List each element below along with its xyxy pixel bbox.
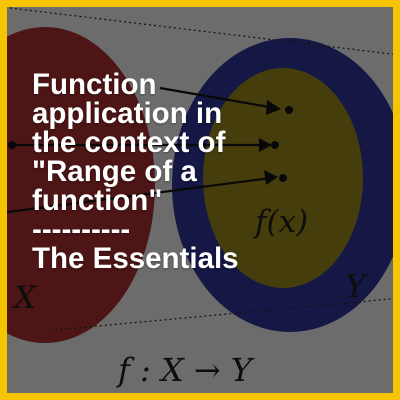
title-line: Function (32, 68, 157, 101)
title-line: the context of (32, 126, 226, 159)
title-divider: ---------- (32, 213, 131, 246)
thumbnail-title: Function application in the context of "… (32, 68, 332, 275)
title-line: "Range of a (32, 155, 197, 188)
title-line: The Essentials (32, 242, 239, 275)
title-line: function" (32, 184, 163, 217)
title-line: application in (32, 97, 223, 130)
